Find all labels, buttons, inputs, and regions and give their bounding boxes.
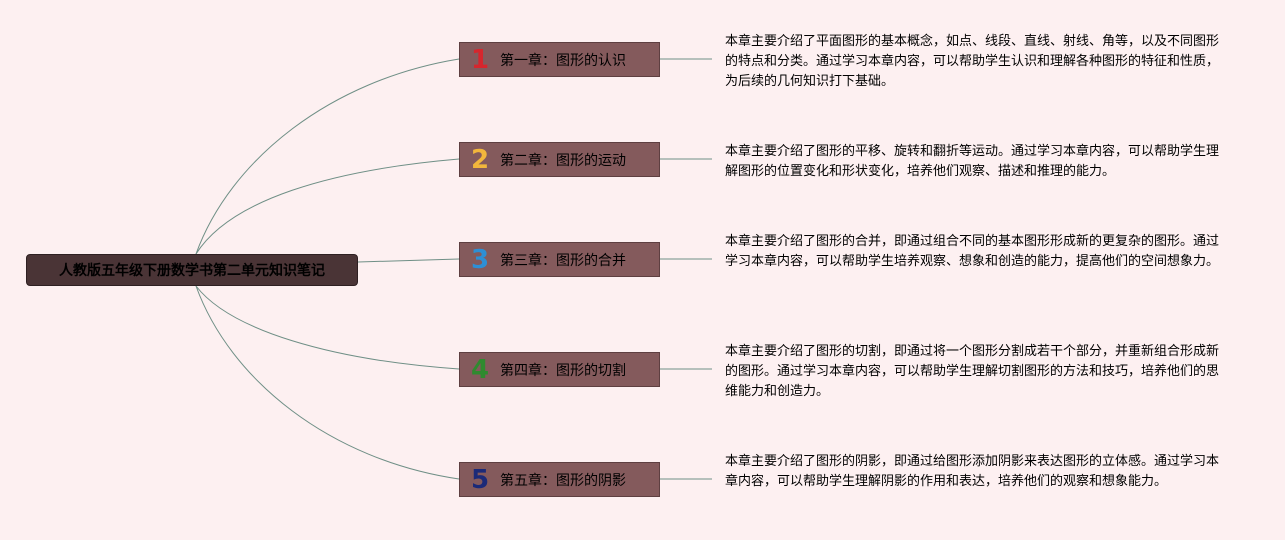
chapter-label-3: 第三章：图形的合并 [500,252,626,269]
connector-root-ch5 [195,285,460,480]
chapter-label-4: 第四章：图形的切割 [500,362,626,379]
chapter-desc-2: 本章主要介绍了图形的平移、旋转和翻折等运动。通过学习本章内容，可以帮助学生理解图… [725,144,1220,179]
chapter-node-3[interactable]: 3 第三章：图形的合并 [459,242,660,277]
chapter-desc-4: 本章主要介绍了图形的切割，即通过将一个图形分割成若干个部分，并重新组合形成新的图… [725,344,1220,399]
chapter-label-5: 第五章：图形的阴影 [500,472,626,489]
chapter-desc-3: 本章主要介绍了图形的合并，即通过组合不同的基本图形形成新的更复杂的图形。通过学习… [725,234,1220,269]
chapter-number-1: 1 [470,44,490,75]
connector-root-ch1 [195,58,460,255]
chapter-node-4[interactable]: 4 第四章：图形的切割 [459,352,660,387]
connector-root-ch2 [195,158,460,255]
chapter-number-4: 4 [470,354,490,385]
chapter-number-3: 3 [470,244,490,275]
chapter-label-2: 第二章：图形的运动 [500,152,626,169]
chapter-node-5[interactable]: 5 第五章：图形的阴影 [459,462,660,497]
connector-root-ch3 [357,258,460,263]
connector-root-ch4 [195,285,460,370]
chapter-node-2[interactable]: 2 第二章：图形的运动 [459,142,660,177]
chapter-number-5: 5 [470,464,490,495]
chapter-node-1[interactable]: 1 第一章：图形的认识 [459,42,660,77]
chapter-number-2: 2 [470,144,490,175]
root-node[interactable]: 人教版五年级下册数学书第二单元知识笔记 [26,254,358,286]
chapter-desc-1: 本章主要介绍了平面图形的基本概念，如点、线段、直线、射线、角等，以及不同图形的特… [725,34,1220,89]
root-title: 人教版五年级下册数学书第二单元知识笔记 [59,263,325,279]
chapter-desc-5: 本章主要介绍了图形的阴影，即通过给图形添加阴影来表达图形的立体感。通过学习本章内… [725,454,1220,489]
chapter-label-1: 第一章：图形的认识 [500,52,626,69]
